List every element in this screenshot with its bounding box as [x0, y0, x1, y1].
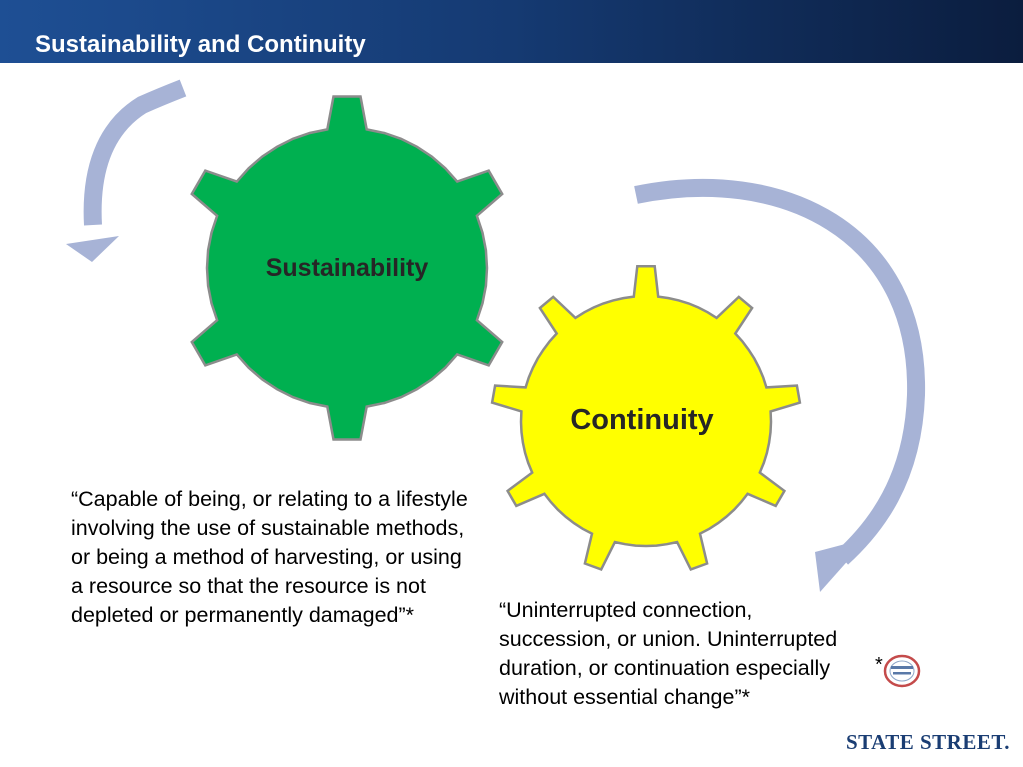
footnote-marker: * — [875, 654, 883, 676]
sustainability-gear: Sustainability — [190, 95, 504, 441]
title-bar: Sustainability and Continuity — [0, 0, 1023, 63]
merriam-webster-seal-icon — [883, 654, 921, 688]
state-street-logo: STATE STREET. — [846, 730, 1011, 754]
slide-title: Sustainability and Continuity — [35, 31, 366, 58]
sustainability-gear-label: Sustainability — [266, 254, 429, 282]
cycle-arrow-right — [634, 179, 926, 592]
continuity-definition: “Uninterrupted connection, succession, o… — [499, 598, 838, 709]
sustainability-definition: “Capable of being, or relating to a life… — [71, 487, 468, 627]
continuity-gear: Continuity — [490, 264, 802, 571]
continuity-gear-label: Continuity — [570, 404, 713, 436]
cycle-arrow-left — [66, 79, 187, 262]
